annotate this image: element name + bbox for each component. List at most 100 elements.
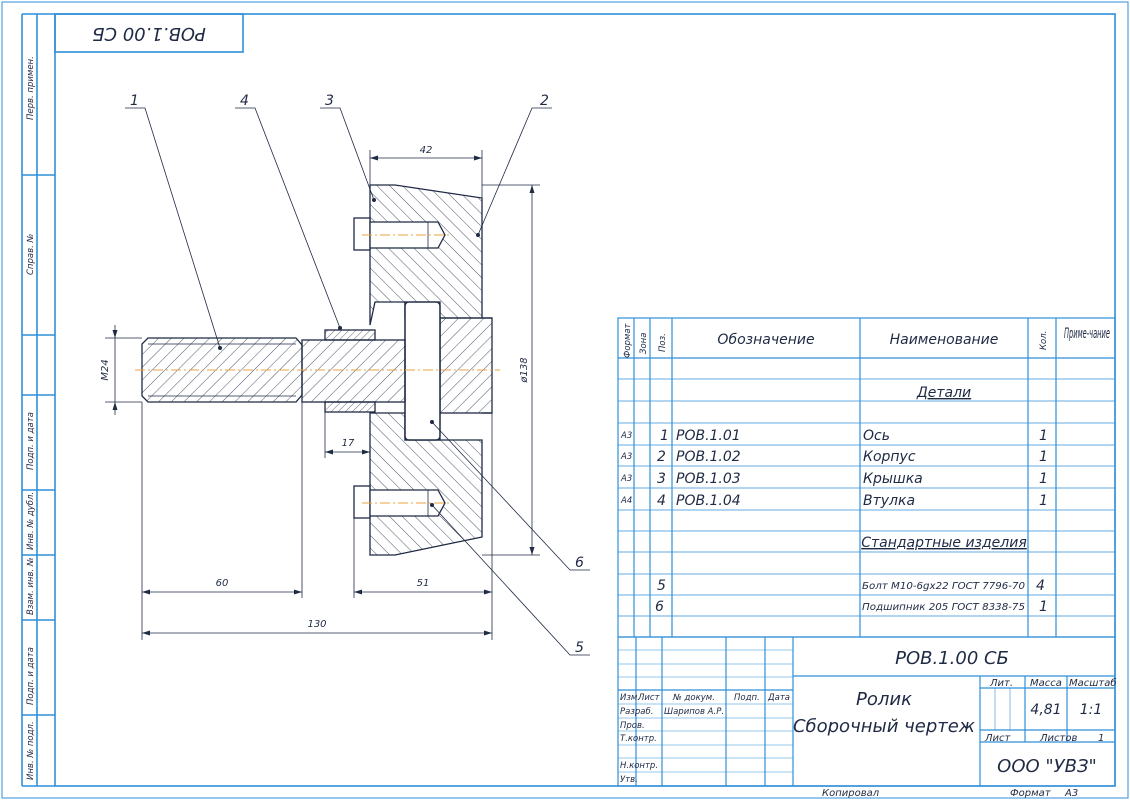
- spec-cell-format: А3: [620, 452, 632, 462]
- tb-organization: ООО "УВЗ": [997, 756, 1097, 777]
- margin-label-inv-dubl: Инв. № дубл.: [26, 492, 36, 550]
- callout-3: 3: [325, 93, 334, 109]
- tb-label-razrab: Разраб.: [620, 707, 653, 717]
- assembly-view: [135, 184, 500, 556]
- spec-cell-pos: 1: [660, 428, 669, 444]
- dim-60: 60: [216, 578, 229, 589]
- bolt-upper-part-5: [353, 217, 446, 251]
- spec-cell-format: А4: [620, 496, 632, 506]
- tb-label-data: Дата: [767, 693, 790, 703]
- tb-label-izm: Изм.: [620, 693, 640, 703]
- tb-label-podp: Подп.: [734, 693, 760, 703]
- callout-leaders: [125, 107, 590, 656]
- margin-label-perv: Перв. примен.: [26, 56, 36, 120]
- spec-row: 6 Подшипник 205 ГОСТ 8338-75 1: [655, 599, 1048, 615]
- spec-cell-designation: РОВ.1.01: [676, 428, 741, 444]
- tb-title-line1: Ролик: [856, 689, 912, 710]
- housing-part-2: [369, 184, 483, 556]
- dim-130: 130: [307, 619, 326, 630]
- tb-designation: РОВ.1.00 СБ: [895, 648, 1009, 669]
- margin-label-vzam: Взам. инв. №: [26, 557, 36, 615]
- tb-label-ndoc: № докум.: [672, 693, 715, 703]
- tb-copied: Копировал: [822, 788, 880, 799]
- sleeve-part-4: [324, 329, 376, 413]
- margin-label-podp2: Подп. и дата: [26, 647, 36, 705]
- spec-cell-qty: 4: [1036, 578, 1045, 594]
- spec-cell-format: А3: [620, 431, 632, 441]
- spec-cell-name: Крышка: [863, 471, 923, 487]
- spec-header-note: Приме-чание: [1064, 326, 1110, 342]
- spec-cell-qty: 1: [1039, 493, 1048, 509]
- spec-cell-pos: 4: [657, 493, 666, 509]
- margin-label-podp1: Подп. и дата: [26, 412, 36, 470]
- spec-header-qty: Кол.: [1039, 331, 1049, 350]
- stamp-designation: РОВ.1.00 СБ: [92, 23, 206, 44]
- tb-format-label: Формат: [1010, 788, 1052, 799]
- tb-label-lit: Лит.: [989, 678, 1013, 689]
- spec-row: А3 3 РОВ.1.03 Крышка 1: [620, 471, 1048, 487]
- cover-part-3: [439, 317, 493, 414]
- callout-4: 4: [240, 93, 249, 109]
- spec-cell-pos: 5: [657, 578, 666, 594]
- tb-label-masshtab: Масштаб: [1069, 677, 1117, 689]
- spec-cell-qty: 1: [1039, 428, 1048, 444]
- callout-2: 2: [540, 93, 549, 109]
- callout-dots: [218, 198, 480, 507]
- spec-header-name: Наименование: [890, 332, 999, 348]
- callout-5: 5: [575, 640, 584, 656]
- spec-cell-pos: 2: [657, 449, 666, 465]
- spec-cell-qty: 1: [1039, 449, 1048, 465]
- dim-42: 42: [420, 145, 433, 156]
- title-block: Изм. Лист № докум. Подп. Дата Разраб. Ша…: [617, 636, 1117, 799]
- dim-51: 51: [417, 578, 430, 589]
- dimension-arrows: [112, 155, 535, 636]
- tb-label-utv: Утв.: [620, 775, 638, 785]
- spec-header-pos: Поз.: [658, 333, 668, 352]
- spec-section-standard: Стандартные изделия: [861, 535, 1027, 551]
- spec-cell-name: Втулка: [863, 493, 915, 509]
- tb-label-nkontr: Н.контр.: [620, 761, 658, 771]
- dim-m24: M24: [100, 359, 111, 380]
- spec-table: Формат Зона Поз. Обозначение Наименовани…: [617, 317, 1116, 638]
- axis-lines: [135, 234, 500, 504]
- spec-row: А3 1 РОВ.1.01 Ось 1: [620, 428, 1048, 444]
- spec-section-parts: Детали: [916, 385, 971, 401]
- spec-row: А3 2 РОВ.1.02 Корпус 1: [620, 449, 1048, 465]
- spec-header-zone: Зона: [639, 333, 649, 354]
- spec-cell-pos: 3: [657, 471, 666, 487]
- callout-6: 6: [575, 555, 584, 571]
- spec-cell-name: Подшипник 205 ГОСТ 8338-75: [862, 602, 1025, 613]
- spec-cell-name: Болт М10-6gх22 ГОСТ 7796-70: [862, 581, 1025, 592]
- dim-17: 17: [342, 438, 355, 449]
- tb-scale: 1:1: [1080, 702, 1103, 718]
- dim-138: ø138: [519, 357, 530, 383]
- tb-label-prov: Пров.: [620, 721, 645, 731]
- tb-label-tkontr: Т.контр.: [620, 734, 657, 744]
- spec-header-designation: Обозначение: [717, 332, 814, 348]
- spec-cell-name: Ось: [863, 428, 890, 444]
- tb-sheets-count: 1: [1098, 733, 1104, 744]
- spec-cell-name: Корпус: [863, 449, 916, 465]
- dimension-lines: [105, 150, 540, 640]
- spec-row: 5 Болт М10-6gх22 ГОСТ 7796-70 4: [657, 578, 1045, 594]
- spec-cell-qty: 1: [1039, 471, 1048, 487]
- spec-cell-qty: 1: [1039, 599, 1048, 615]
- tb-title-line2: Сборочный чертеж: [793, 716, 976, 737]
- spec-cell-format: А3: [620, 474, 632, 484]
- tb-mass: 4,81: [1030, 702, 1061, 718]
- margin-label-inv-podl: Инв. № подл.: [26, 721, 36, 780]
- callout-1: 1: [130, 93, 139, 109]
- spec-row: А4 4 РОВ.1.04 Втулка 1: [620, 493, 1048, 509]
- margin-labels: Перв. примен. Справ. № Подп. и дата Инв.…: [26, 56, 36, 780]
- spec-cell-designation: РОВ.1.02: [676, 449, 741, 465]
- spec-cell-designation: РОВ.1.03: [676, 471, 741, 487]
- tb-label-massa: Масса: [1030, 678, 1062, 689]
- tb-label-sheet: Лист: [984, 733, 1012, 744]
- tb-label-sheets: Листов: [1039, 733, 1077, 744]
- spec-cell-pos: 6: [655, 599, 664, 615]
- spec-header-format: Формат: [623, 322, 633, 358]
- tb-format-value: А3: [1064, 788, 1078, 799]
- bearing-part-6: [404, 301, 441, 441]
